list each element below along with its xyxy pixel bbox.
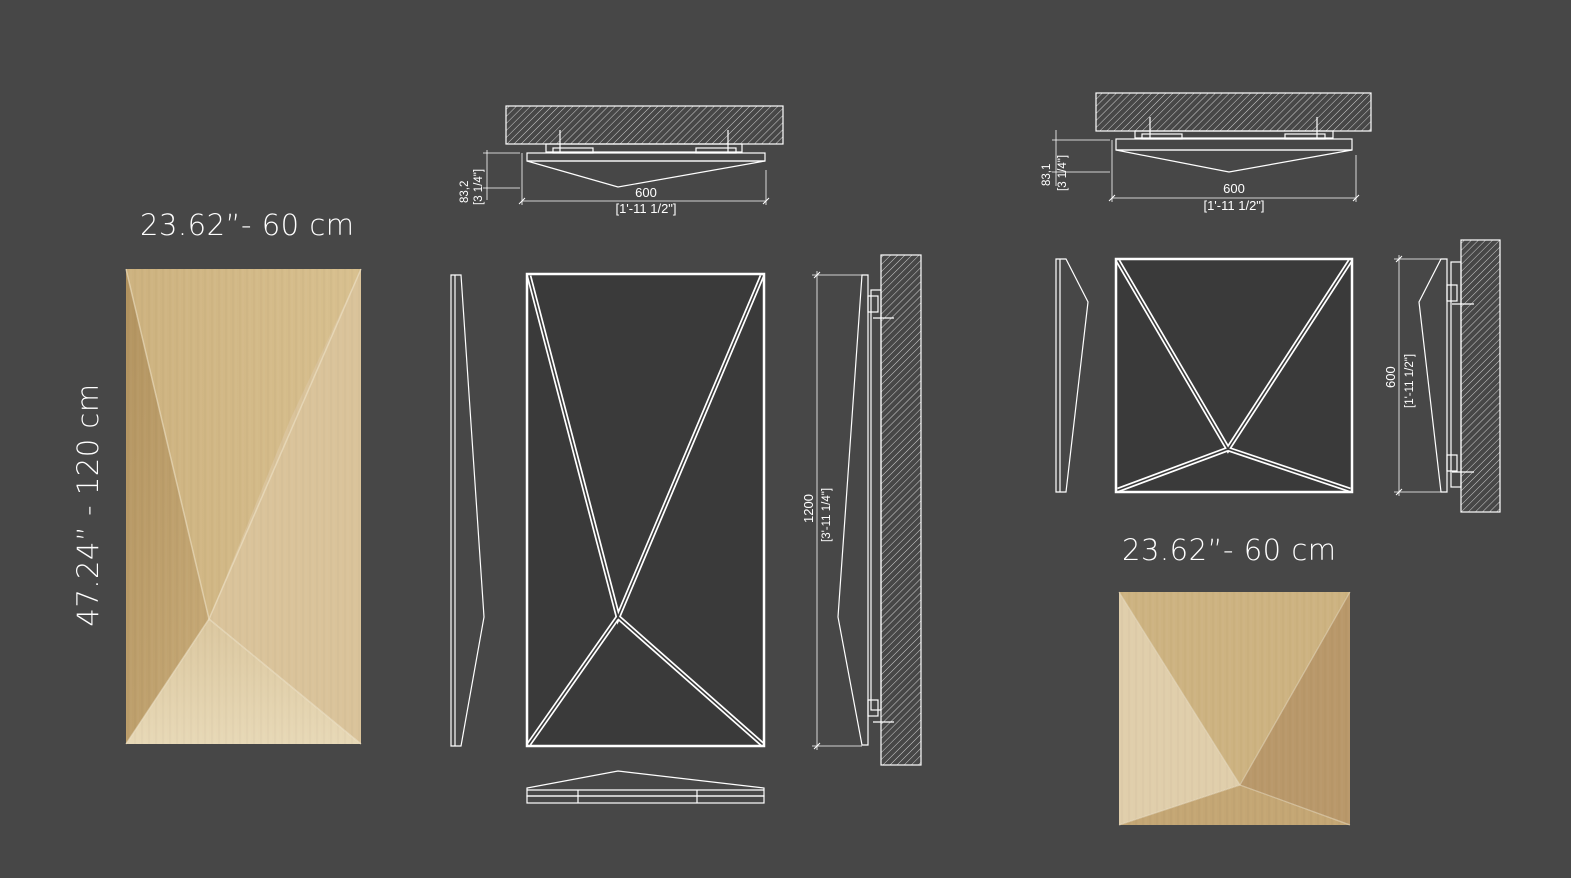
small-side-height-mm: 600 (1383, 366, 1398, 388)
small-wood-panel-image (1118, 591, 1351, 826)
large-top-depth-imperial: [3 1/4"] (473, 169, 485, 205)
large-top-width-imperial: [1'-11 1/2"] (615, 201, 676, 216)
small-left-side-profile (1055, 258, 1089, 493)
large-bottom-profile (526, 770, 765, 804)
small-top-section-drawing (1052, 92, 1372, 202)
large-side-height-mm: 1200 (801, 494, 816, 523)
large-left-side-profile (450, 274, 485, 747)
large-top-depth-mm: 83,2 (459, 181, 471, 203)
large-front-elevation (525, 272, 766, 748)
large-top-section-drawing (483, 105, 784, 205)
small-top-width-imperial: [1'-11 1/2"] (1203, 198, 1264, 213)
large-top-width-mm: 600 (635, 185, 657, 200)
small-top-depth-mm: 83,1 (1041, 164, 1053, 186)
large-wood-panel-image (125, 268, 362, 745)
small-right-side-section (1394, 239, 1501, 513)
large-side-height-imperial: [3'-11 1/4"] (821, 488, 833, 542)
large-right-side-section (812, 254, 922, 766)
small-top-width-mm: 600 (1223, 181, 1245, 196)
small-side-height-imperial: [1'-11 1/2"] (1404, 354, 1416, 408)
small-front-elevation (1114, 257, 1354, 494)
small-panel-width-label: 23.62”- 60 cm (1122, 533, 1337, 567)
large-panel-width-label: 23.62”- 60 cm (140, 208, 355, 242)
small-top-depth-imperial: [3 1/4"] (1057, 155, 1069, 191)
